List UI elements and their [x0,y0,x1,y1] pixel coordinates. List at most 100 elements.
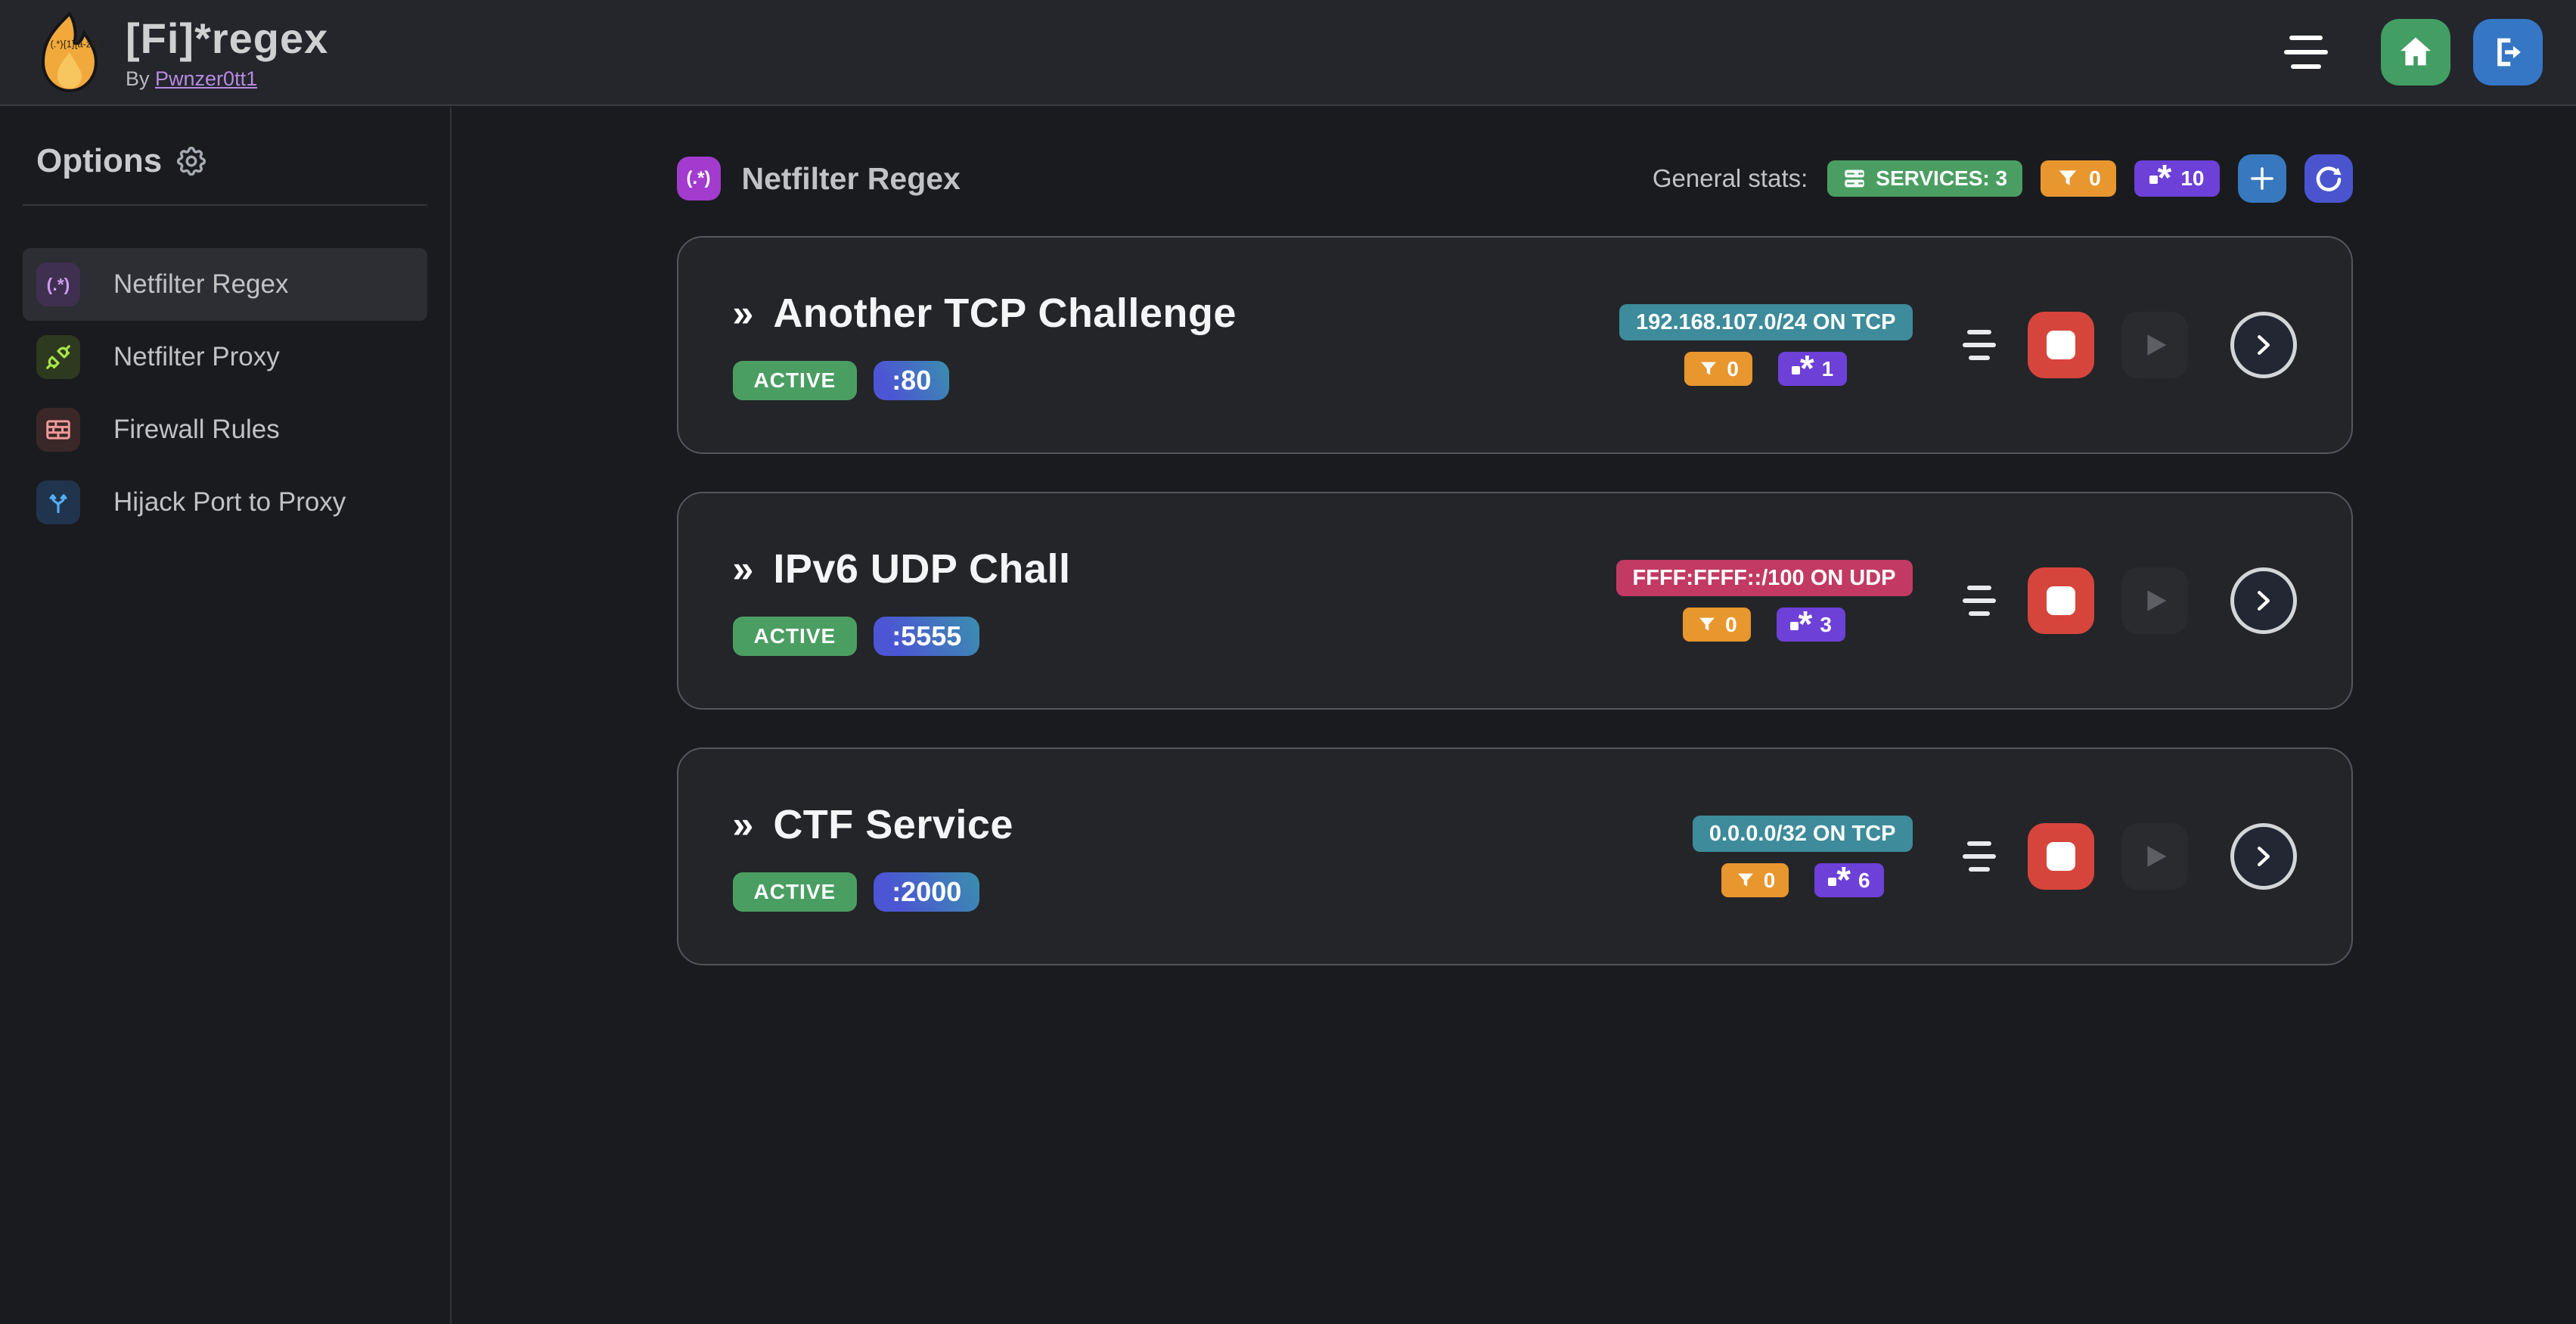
service-card: » CTF Service ACTIVE :2000 0.0.0.0/32 ON… [676,747,2353,965]
open-service-button[interactable] [2230,312,2297,378]
sidebar-menu: (.*) Netfilter Regex Netfilter Proxy Fir… [23,248,427,539]
service-stats: 192.168.107.0/24 ON TCP 0 * 1 [1619,304,1913,387]
sidebar-divider [23,204,427,206]
service-info: » CTF Service ACTIVE :2000 [732,801,1013,912]
services-count-badge: SERVICES: 3 [1827,160,2023,197]
service-card: » Another TCP Challenge ACTIVE :80 192.1… [676,236,2353,454]
filter-count-value: 0 [1725,612,1737,636]
start-service-button[interactable] [2121,312,2188,378]
filters-count-badge: 0 [2041,160,2116,197]
sidebar-item-label: Firewall Rules [113,415,280,444]
open-service-button[interactable] [2230,823,2297,890]
chevrons-right-icon: » [732,803,754,846]
general-stats: General stats: SERVICES: 3 0 [1653,154,2353,203]
home-button[interactable] [2381,19,2450,85]
sidebar-item-hijack-port[interactable]: Hijack Port to Proxy [23,466,427,539]
regexes-count-badge: * 10 [2134,160,2220,197]
status-badge: ACTIVE [732,617,858,656]
regex-count-badge: * 3 [1776,606,1845,642]
regex-count-value: 3 [1820,612,1832,636]
menu-burger-icon[interactable] [2284,36,2328,69]
filter-count-badge: 0 [1684,352,1752,386]
funnel-icon [1701,362,1717,375]
logout-button[interactable] [2473,19,2543,85]
stop-service-button[interactable] [2027,312,2094,378]
service-menu-icon[interactable] [1962,330,1996,360]
address-badge: 192.168.107.0/24 ON TCP [1619,304,1913,340]
sidebar-item-netfilter-regex[interactable]: (.*) Netfilter Regex [23,248,427,321]
play-icon [2146,590,2166,611]
service-name: Another TCP Challenge [773,291,1237,336]
sidebar-item-label: Netfilter Proxy [113,342,280,371]
service-controls: FFFF:FFFF::/100 ON UDP 0 * 3 [1615,560,2297,642]
open-service-button[interactable] [2230,567,2297,634]
service-name: CTF Service [773,802,1013,847]
author-link[interactable]: Pwnzer0tt1 [155,67,258,90]
navbar-actions [2284,19,2543,85]
service-menu-icon[interactable] [1962,841,1996,872]
service-info: » Another TCP Challenge ACTIVE :80 [732,290,1237,400]
plug-icon [36,335,80,379]
stop-icon [2046,331,2075,359]
firegex-flame-logo: (.*){1}[a-z0-9] [42,11,106,92]
logout-icon [2497,38,2521,67]
funnel-icon [1737,873,1753,887]
stop-service-button[interactable] [2027,567,2094,634]
gear-icon [177,146,206,176]
regex-icon: * [1828,862,1851,898]
service-name: IPv6 UDP Chall [773,546,1071,592]
refresh-button[interactable] [2304,154,2353,203]
port-badge: :2000 [874,872,980,912]
filter-count-badge: 0 [1721,863,1789,897]
service-menu-icon[interactable] [1962,586,1996,616]
service-controls: 0.0.0.0/32 ON TCP 0 * 6 [1692,816,2297,898]
logo-regex-chars: (.*){1}[a-z0-9] [51,39,106,50]
regex-icon: * [2149,160,2171,197]
brick-wall-icon [36,408,80,452]
add-service-button[interactable] [2237,154,2286,203]
split-arrows-icon [36,480,80,524]
page-title: Netfilter Regex [741,160,961,196]
service-stats: 0.0.0.0/32 ON TCP 0 * 6 [1692,816,1913,898]
regex-count-value: 6 [1858,868,1870,892]
stop-icon [2046,842,2075,871]
stop-service-button[interactable] [2027,823,2094,890]
app-title: [Fi]*regex [126,14,329,62]
regex-count-badge: * 6 [1814,862,1884,898]
navbar: (.*){1}[a-z0-9] [Fi]*regex By Pwnzer0tt1 [0,0,2576,106]
address-badge: FFFF:FFFF::/100 ON UDP [1615,560,1913,596]
start-service-button[interactable] [2121,567,2188,634]
main-area: (.*) Netfilter Regex General stats: SERV… [453,107,2576,1324]
sidebar: Options (.*) Netfilter Regex Netfilter P… [0,107,452,1324]
sidebar-item-firewall-rules[interactable]: Firewall Rules [23,393,427,466]
services-count-label: SERVICES: 3 [1876,166,2008,190]
regex-count-value: 1 [1821,356,1834,381]
server-icon [1845,169,1864,188]
chevron-right-icon [2257,591,2270,611]
stats-label: General stats: [1652,164,1808,192]
brand: [Fi]*regex By Pwnzer0tt1 [126,14,328,91]
service-stats: FFFF:FFFF::/100 ON UDP 0 * 3 [1615,560,1913,642]
sidebar-item-label: Hijack Port to Proxy [113,487,346,517]
regex-icon: * [1791,350,1814,387]
refresh-icon [2316,166,2342,191]
sidebar-item-netfilter-proxy[interactable]: Netfilter Proxy [23,321,427,393]
chevrons-right-icon: » [732,548,754,590]
status-badge: ACTIVE [732,361,858,400]
service-list: » Another TCP Challenge ACTIVE :80 192.1… [676,236,2353,965]
funnel-icon [1699,617,1715,631]
funnel-icon [2059,170,2077,185]
regex-count-badge: * 1 [1777,350,1848,387]
plus-icon [2250,167,2273,190]
start-service-button[interactable] [2121,823,2188,890]
address-badge: 0.0.0.0/32 ON TCP [1692,816,1913,852]
port-badge: :80 [874,361,950,400]
stop-icon [2046,586,2075,615]
options-label: Options [36,142,163,179]
sidebar-item-label: Netfilter Regex [113,269,289,299]
service-card: » IPv6 UDP Chall ACTIVE :5555 FFFF:FFFF:… [676,492,2353,710]
chevron-right-icon [2257,847,2270,866]
service-controls: 192.168.107.0/24 ON TCP 0 * 1 [1619,304,2297,387]
byline: By Pwnzer0tt1 [126,67,328,91]
regex-icon: (.*) [676,157,721,200]
